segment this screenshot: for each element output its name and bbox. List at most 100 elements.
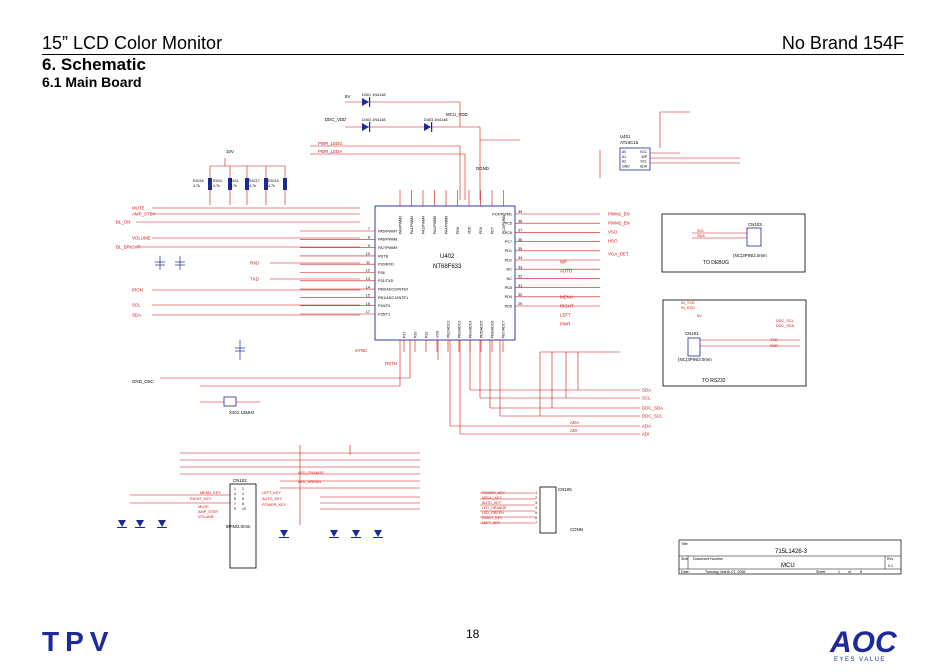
page-number: 18 [466,627,480,641]
eeprom-pin: A0 [622,150,626,154]
cn105-pin-number: 3 [535,501,537,505]
tpv-logo: TPV [42,628,108,654]
cn102-pin-number: 4 [242,492,244,496]
mcu-pin-name: P36 [378,271,385,275]
mcu-pin-name: P30/RXD [378,263,394,267]
mcu-ref: U402 [440,254,455,260]
tb-doc: MCU [781,563,795,569]
net-label-ada: ADA [570,420,579,425]
mcu-pin-number: 17 [366,310,370,314]
mcu-body [374,205,516,341]
key-connector-cn102 [229,483,257,569]
mcu-pin-name: P35/T1 [378,312,390,316]
rs232-net-ddc-sda: DDC_SDA [776,324,795,328]
tb-sheet-label: Sheet [816,570,825,574]
panel-net-led-orange: LED_ORANGE [482,506,507,510]
mcu-pin-name: PD1 [505,249,512,253]
mcu-right-pins: 39PC4/PWM138PC537PC636PC735PD134PD233NC3… [492,210,600,308]
resistor-ref: R4218 [268,179,279,183]
resistor-value: 4.7k [213,184,220,188]
crystal-label: X401 12MHz [229,410,254,415]
eeprom-wires [599,111,740,178]
net-label-pwm2_en: PWM2_EN [608,220,630,225]
mcu-pin-name: PA7/PWM9 [378,246,397,250]
mcu-pin-name: PD4 [505,295,512,299]
bus-label-scl: SCL [642,395,651,400]
crystal-x401 [160,340,411,407]
rs232-box [662,299,807,387]
cn105-pin-number: 1 [535,491,537,495]
rs232-header [687,337,701,357]
mcu-pin-name: PB3/ADC3 [457,321,461,338]
net-label-scl: SCL [132,302,141,307]
bus-label-sda: SDA [642,387,651,392]
left-caps [155,256,245,360]
cn102-ref: CN102 [233,478,247,483]
panel-net-menu-key: MENU_KEY [482,496,502,500]
net-label-pwr-ledg: PWR_LEDG [318,141,343,146]
eeprom-pin: A1 [622,155,626,159]
cn102-pin-number: 2 [242,487,244,491]
tb-date: Tuesday, March 07, 2006 [705,570,745,574]
net-label-sync: SYNC [355,348,367,353]
title-block [678,539,902,575]
eeprom-ref: U401 [620,134,631,139]
rs232-net-5v: 5V [697,314,702,318]
tb-title-label: Title [681,542,688,546]
resistor-value: 4.7k [268,184,275,188]
mcu-pin-number: 10 [366,252,370,256]
mcu-pin-number: 34 [518,256,522,260]
eeprom-pin: A2 [622,160,626,164]
key-net-labels: MENU_KEYRIGHT_KEYLEFT_KEYAUTO_KEYPOWER_K… [190,471,324,519]
mcu-pin-name: PB5/ADC5 [479,321,483,338]
net-label-vso: VSO [608,229,618,234]
mcu-pin-name: PB2/ADC2 [446,321,450,338]
cn105-pin-number: 7 [535,521,537,525]
power-label: GND_OSC [132,379,154,384]
aoc-logo: AOC EYES VALUE [829,626,898,663]
bottom-bus-wires [437,340,640,435]
rs232-net-in-rxd: IN_RXD [681,306,695,310]
eeprom-u401 [619,147,651,171]
bus-label-adi: ADI [642,431,649,436]
mcu-pin-name: P32 [424,332,428,338]
eeprom-pin: WP [642,155,648,159]
eeprom-part: AT24C16 [620,140,639,145]
net-label-wp: WP [560,259,567,264]
net-label-menu: MENU [560,294,573,299]
power-label: DGND [476,166,489,171]
key-net-mute: MUTE [198,505,209,509]
right-net-labels: PWM1_ENPWM2_ENVSOHSOVGA_DETWPAUTOMENURIG… [560,211,630,326]
net-label-sda: SDA [132,312,141,317]
tb-sheet: 1 [838,570,840,574]
mcu-pin-name: NC [507,268,513,272]
mcu-pin-name: PB7/ADC7 [501,321,505,338]
eeprom-pin: SDA [640,164,648,168]
mcu-pin-number: 29 [518,302,522,306]
resistor-ref: R4216 [193,179,204,183]
mcu-pin-number: 15 [366,294,370,298]
net-label-pwr: PWR [560,321,570,326]
pullup-labels: R42164.7kR4034.7kR4014.7kR42174.7kR42184… [193,179,279,188]
mcu-pin-name: PD6 [456,227,460,234]
panel-net-left-key: LEFT_KEY [482,521,501,525]
cn102-pin-number: 10 [242,507,246,511]
mcu-pin-name: PA2/PWM4 [421,216,425,234]
mcu-pin-number: 13 [366,277,370,281]
left-net-labels: MUTEAMP_STBYBL_ONVOLUMEBL_BRIGHTRXDTXDIR… [116,205,360,317]
mcu-pin-number: 33 [518,265,522,269]
cn105-pin-number: 2 [535,496,537,500]
mcu-pin-name: PC7 [505,240,512,244]
net-label-hso: HSO [608,238,618,243]
mcu-pin-name: PA6/PWM8 [378,238,397,242]
net-label-amp_stby: AMP_STBY [132,211,155,216]
key-net-left-key: LEFT_KEY [262,491,281,495]
tb-of: 8 [860,570,862,574]
mcu-pin-name: PA1/PWM3 [410,216,414,234]
mcu-pin-number: 36 [518,238,522,242]
debug-net-scl: SCL [697,229,704,233]
